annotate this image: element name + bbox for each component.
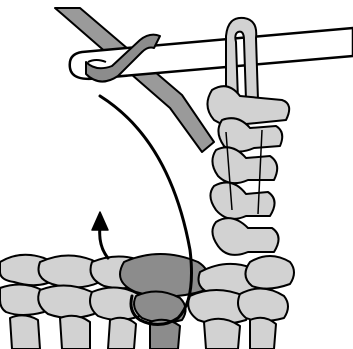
working-yarn bbox=[55, 8, 214, 152]
stitch-post bbox=[207, 86, 289, 255]
foundation-row bbox=[0, 254, 294, 349]
direction-arrow bbox=[92, 212, 108, 258]
